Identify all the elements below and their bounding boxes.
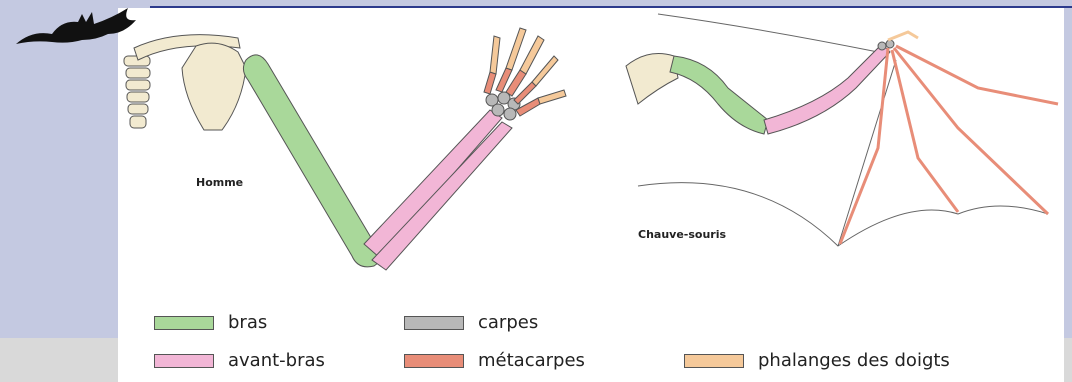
human-spine [124, 56, 150, 128]
legend-label-phalanges: phalanges des doigts [758, 350, 950, 371]
legend-swatch-phalanges [684, 354, 744, 368]
human-scapula [182, 43, 246, 130]
legend-swatch-bras [154, 316, 214, 330]
bat-membrane [638, 14, 1048, 246]
bat-wing [626, 14, 1058, 246]
legend-swatch-avant-bras [154, 354, 214, 368]
legend-swatch-carpes [404, 316, 464, 330]
figure-panel: Homme Chauve-souris bras carpes avant-br… [118, 8, 1064, 382]
human-arm [124, 28, 566, 270]
human-ulna [372, 122, 512, 270]
bat-forearm [764, 44, 890, 134]
human-label: Homme [196, 176, 243, 189]
legend-swatch-metacarpes [404, 354, 464, 368]
bat-humerus [670, 56, 768, 134]
legend-label-avant-bras: avant-bras [228, 350, 325, 371]
bat-label: Chauve-souris [638, 228, 726, 241]
human-radius [364, 110, 502, 258]
legend-label-bras: bras [228, 312, 267, 333]
human-humerus [243, 55, 379, 267]
bat-silhouette-icon [12, 0, 152, 52]
legend-label-metacarpes: métacarpes [478, 350, 585, 371]
bat-shoulder [626, 54, 678, 104]
legend-label-carpes: carpes [478, 312, 538, 333]
